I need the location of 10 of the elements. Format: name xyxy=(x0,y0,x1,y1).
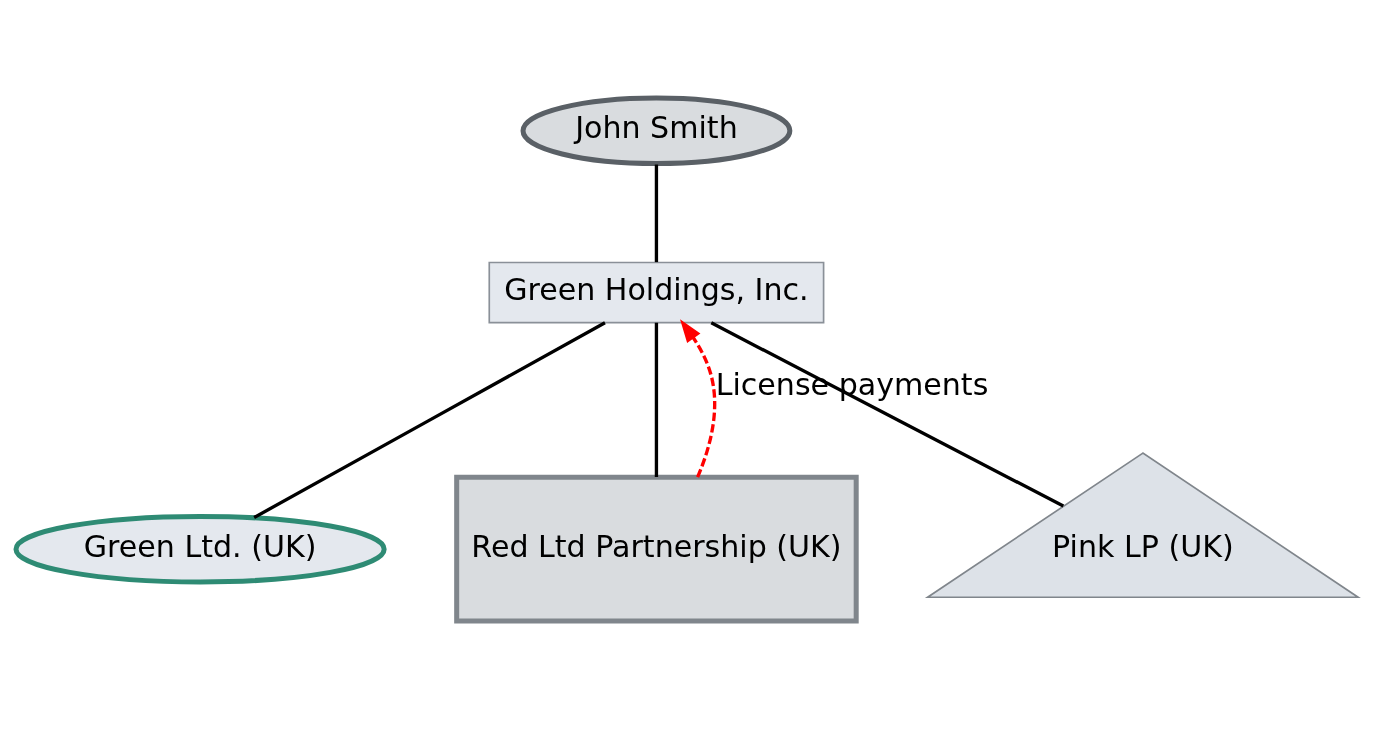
connector xyxy=(654,322,659,477)
node-ellipse: John Smith xyxy=(520,95,793,167)
edge-label: License payments xyxy=(715,367,989,403)
connector xyxy=(253,321,606,519)
node-box: Red Ltd Partnership (UK) xyxy=(454,474,859,624)
arrow xyxy=(680,319,717,478)
node-box: Green Holdings, Inc. xyxy=(488,261,825,324)
connector xyxy=(654,164,659,263)
node-ellipse: Green Ltd. (UK) xyxy=(13,513,387,585)
connector xyxy=(710,321,1065,508)
